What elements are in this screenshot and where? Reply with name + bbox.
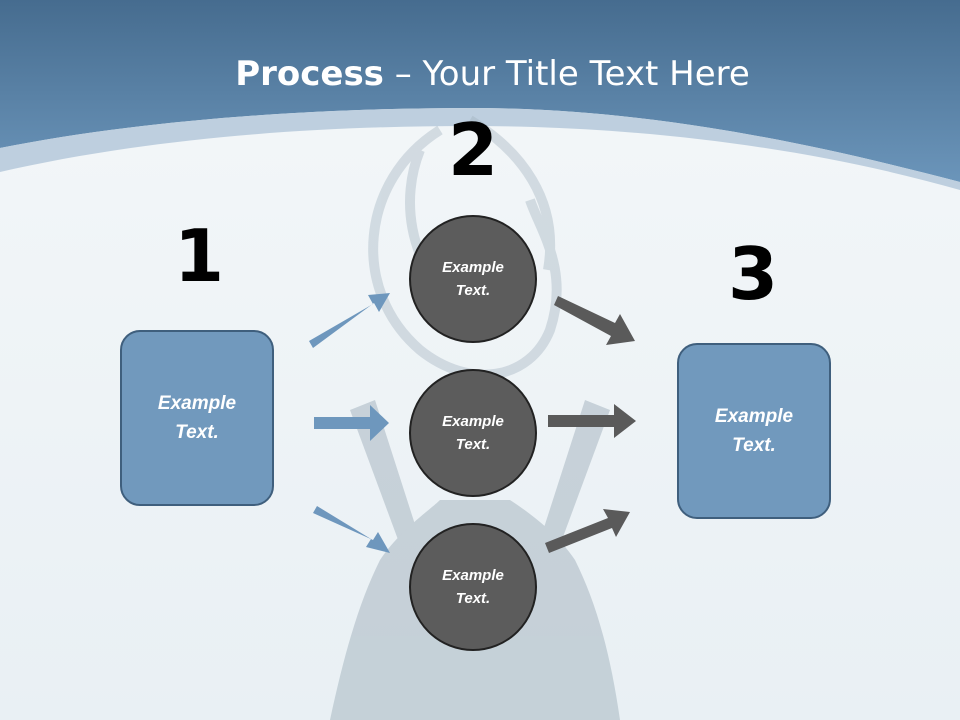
blue-arrow-right bbox=[314, 405, 389, 441]
step-number-2: 2 bbox=[447, 108, 499, 192]
title-bold: Process bbox=[235, 54, 384, 94]
header-swoosh bbox=[0, 108, 960, 190]
gray-arrow-up bbox=[545, 509, 630, 553]
circle-middle-label: Example Text. bbox=[442, 413, 504, 453]
gray-arrow-right bbox=[548, 404, 636, 438]
gray-arrow-down bbox=[554, 296, 635, 345]
right-box-label: Example Text. bbox=[714, 406, 794, 456]
title-rest: – Your Title Text Here bbox=[383, 54, 750, 94]
left-box-label: Example Text. bbox=[157, 393, 237, 443]
left-process-box: Example Text. bbox=[120, 330, 274, 506]
slide-title: Process – Your Title Text Here bbox=[0, 50, 960, 98]
process-circle-bottom: Example Text. bbox=[409, 523, 537, 651]
step-number-1: 1 bbox=[173, 214, 225, 298]
blue-arrow-up bbox=[309, 293, 390, 348]
step-number-3: 3 bbox=[727, 232, 779, 316]
process-circle-top: Example Text. bbox=[409, 215, 537, 343]
right-process-box: Example Text. bbox=[677, 343, 831, 519]
circle-top-label: Example Text. bbox=[442, 259, 504, 299]
header-band bbox=[0, 0, 960, 182]
blue-arrow-down bbox=[313, 506, 390, 553]
process-circle-middle: Example Text. bbox=[409, 369, 537, 497]
circle-bottom-label: Example Text. bbox=[442, 567, 504, 607]
